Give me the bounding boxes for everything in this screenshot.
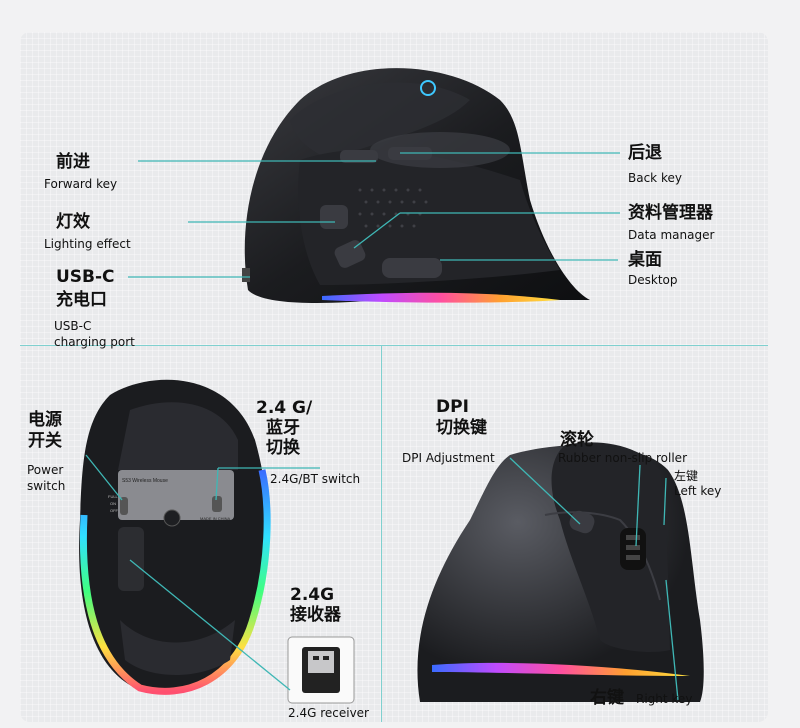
power-label-zh1: 电源 (28, 410, 62, 430)
lighting-label-en: Lighting effect (44, 237, 131, 251)
mouse-underside: S53 Wireless Mouse FULL ON OFF MADE IN C… (79, 379, 271, 695)
switch24-label-zh3: 切换 (266, 438, 300, 458)
svg-text:OFF: OFF (110, 508, 119, 513)
data-manager-label-en: Data manager (628, 228, 715, 242)
back-label-zh: 后退 (628, 143, 662, 163)
receiver-slot (118, 527, 144, 591)
usbc-label-en2: charging port (54, 335, 135, 349)
dpi-label-en: DPI Adjustment (402, 451, 495, 465)
sticker-title: S53 Wireless Mouse (122, 478, 168, 484)
logo-icon (420, 80, 436, 96)
forward-label-zh: 前进 (56, 152, 90, 172)
dpi-label-zh2: 切换键 (436, 418, 487, 438)
svg-text:FULL: FULL (108, 494, 119, 499)
svg-text:ON: ON (110, 501, 116, 506)
roller-label-zh: 滚轮 (560, 430, 594, 450)
left-key-label-en: Left key (674, 484, 722, 498)
receiver-label-zh1: 2.4G (290, 585, 335, 605)
optical-sensor (163, 509, 181, 527)
switch24-label-zh2: 蓝牙 (266, 418, 300, 438)
mouse-side-view (242, 68, 591, 303)
sticker (118, 470, 234, 520)
forward-label-en: Forward key (44, 177, 118, 191)
desktop-label-en: Desktop (628, 273, 678, 287)
power-label-en1: Power (27, 463, 64, 477)
receiver-label-zh2: 接收器 (290, 605, 341, 625)
grip-texture (358, 188, 428, 228)
data-manager-label-zh: 资料管理器 (628, 203, 713, 223)
usbc-label-zh1: USB-C (56, 267, 115, 287)
power-label-en2: switch (27, 479, 66, 493)
right-key-label-en: Right key (636, 692, 693, 706)
usbc-label-en1: USB-C (54, 319, 92, 333)
svg-text:MADE IN CHINA: MADE IN CHINA (200, 516, 231, 521)
power-label-zh2: 开关 (28, 431, 62, 451)
desktop-label-zh: 桌面 (628, 250, 662, 270)
receiver-label-en: 2.4G receiver (288, 706, 369, 720)
dpi-label-zh1: DPI (436, 397, 469, 417)
usb-c-port (242, 268, 250, 282)
dpi-button[interactable] (567, 508, 596, 535)
roller-label-en: Rubber non-slip roller (558, 451, 687, 465)
right-key-label-zh: 右键 (590, 688, 624, 708)
mode-switch[interactable] (212, 496, 222, 512)
horizontal-divider (20, 345, 768, 346)
vertical-divider (381, 346, 382, 722)
desktop-button[interactable] (382, 258, 442, 278)
forward-button[interactable] (340, 150, 378, 163)
switch24-label-en: 2.4G/BT switch (270, 472, 361, 486)
usb-receiver (287, 636, 355, 704)
lighting-label-zh: 灯效 (56, 212, 90, 232)
data-manager-button[interactable] (333, 238, 368, 270)
usbc-label-zh2: 充电口 (56, 290, 107, 310)
switch24-label-zh1: 2.4 G/ (256, 398, 313, 418)
mouse-front-view (417, 442, 704, 702)
power-switch[interactable] (120, 497, 128, 515)
left-key-label-zh: 左键 (674, 469, 699, 483)
back-label-en: Back key (628, 171, 682, 185)
lighting-button[interactable] (320, 205, 348, 229)
